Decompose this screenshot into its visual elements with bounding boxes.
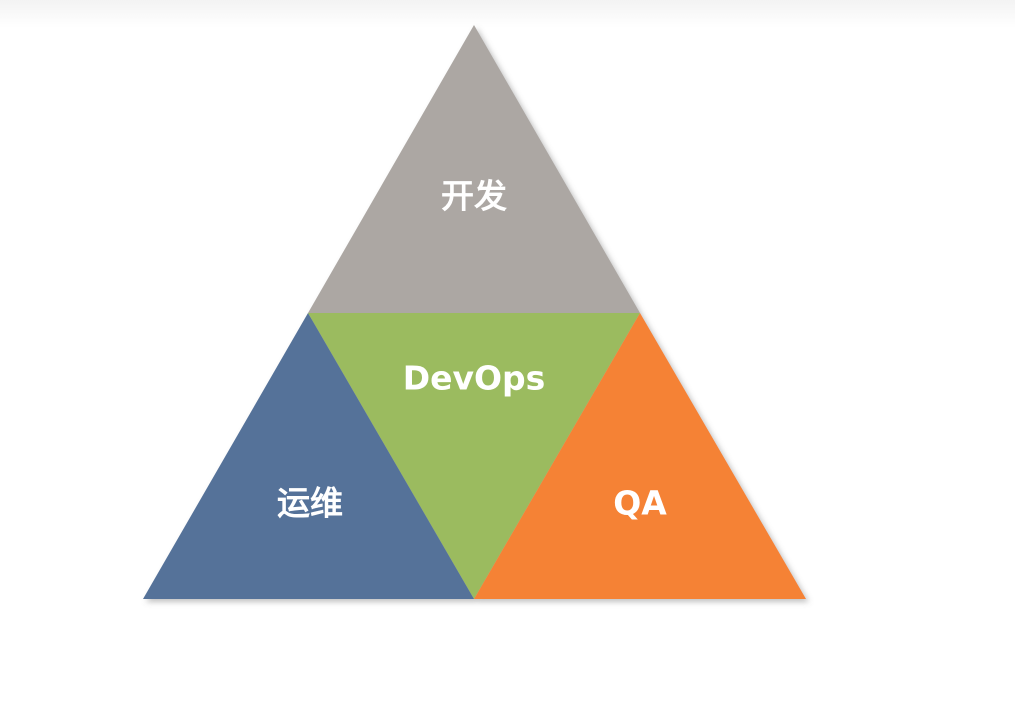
qa-triangle	[474, 313, 806, 599]
devops-triangle	[308, 313, 640, 599]
qa-label: QA	[613, 483, 667, 523]
dev-label: 开发	[441, 176, 507, 216]
dev-triangle	[308, 25, 640, 313]
ops-triangle	[143, 313, 474, 599]
ops-label: 运维	[277, 483, 343, 523]
devops-label: DevOps	[402, 358, 546, 398]
